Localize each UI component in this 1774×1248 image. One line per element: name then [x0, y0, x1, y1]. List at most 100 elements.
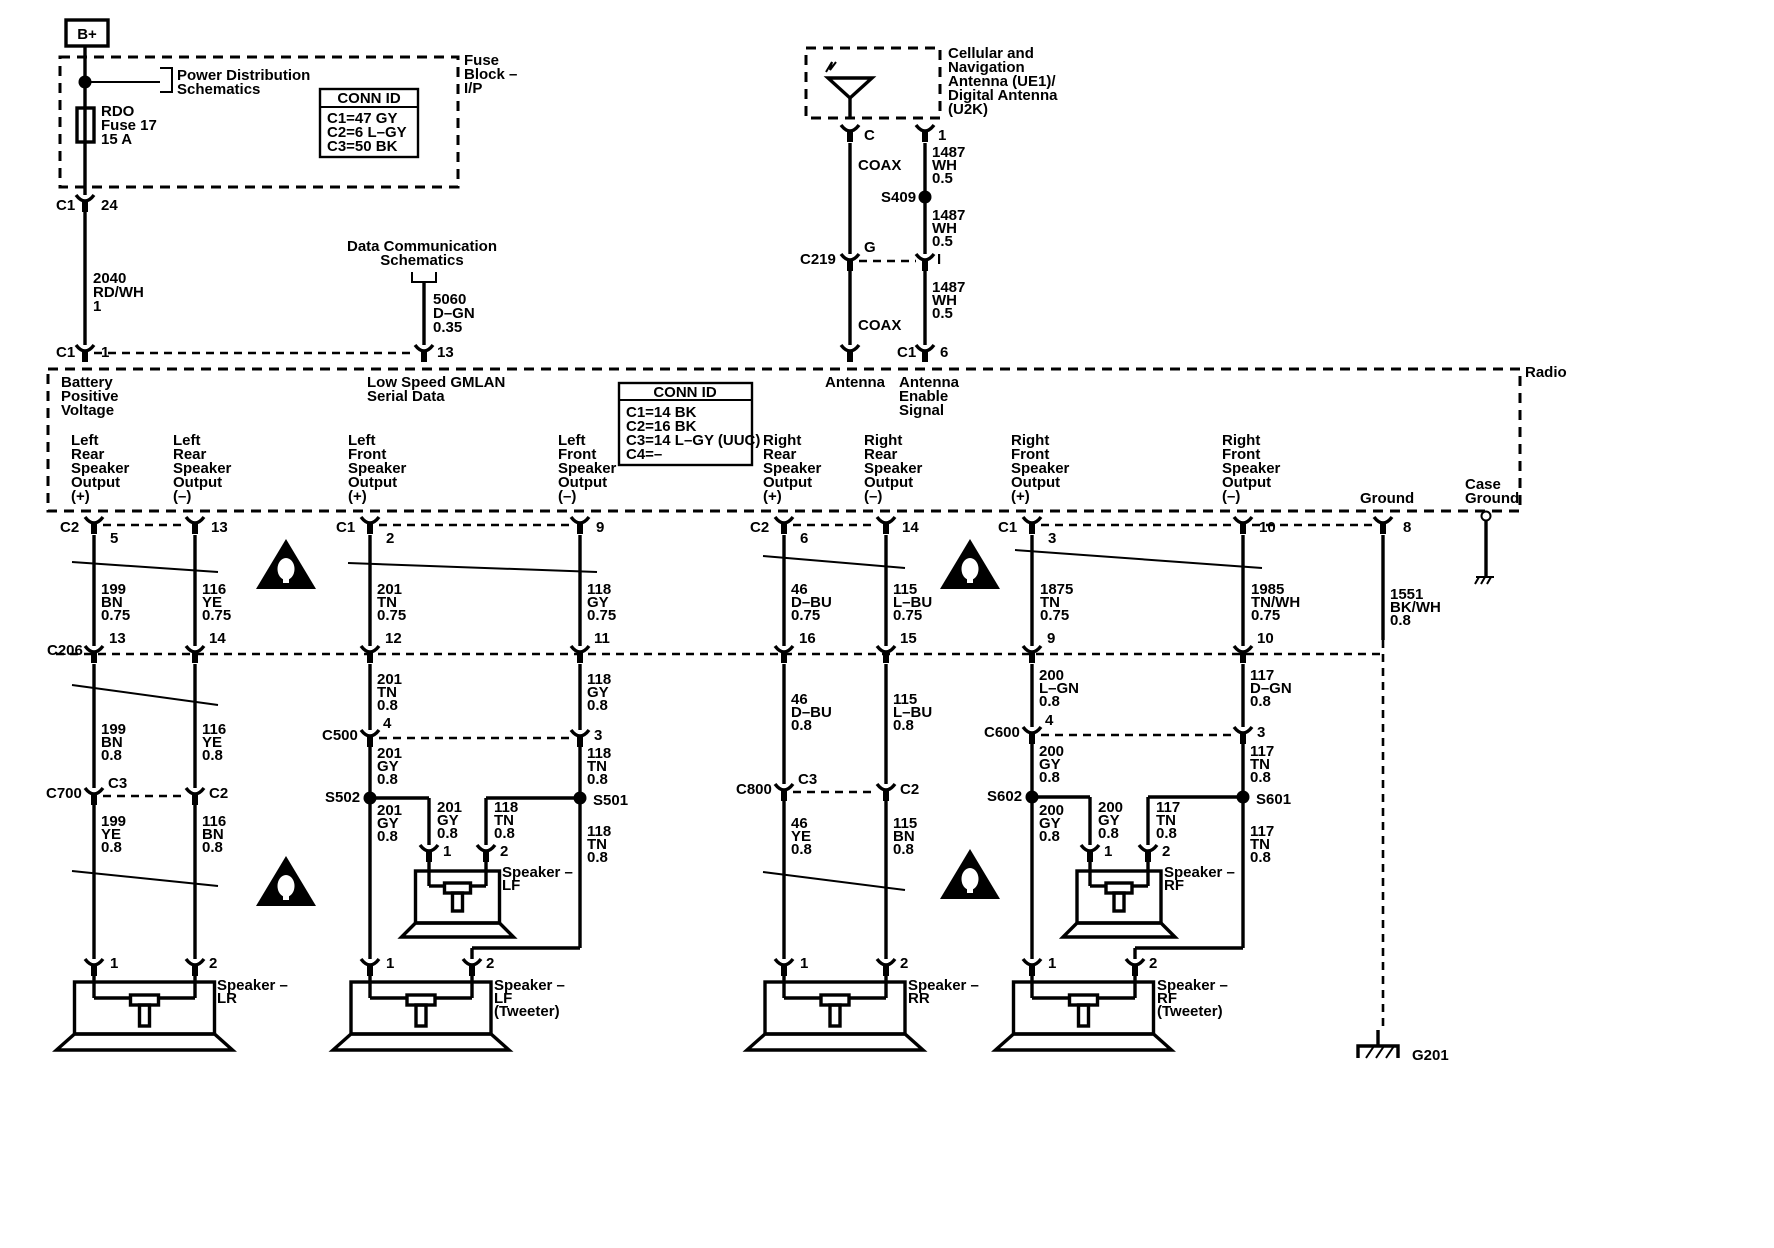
conn-id-line: C2=16 BK [626, 418, 697, 435]
wire-label: 0.5 [932, 233, 953, 250]
pin-number: 16 [799, 630, 816, 647]
wire-label: YE [101, 826, 121, 843]
connector-pin-stub [426, 852, 432, 862]
speaker-label: RR [908, 990, 930, 1007]
conn-id-box-top [318, 87, 420, 159]
connector-pin-stub [469, 966, 475, 976]
pin-number: 14 [902, 519, 919, 536]
radio-output-label: Front [1222, 446, 1260, 463]
wire-label: TN/WH [1251, 594, 1300, 611]
connector-label: C1 [56, 344, 75, 361]
radio-output-label: Rear [71, 446, 105, 463]
wire-label: YE [791, 828, 811, 845]
wire-label: 0.8 [437, 825, 458, 842]
connector-pin-stub [1132, 966, 1138, 976]
wire-label: 0.8 [1250, 693, 1271, 710]
fuse-block-label: I/P [464, 80, 482, 97]
pin-number: 13 [109, 630, 126, 647]
pin-number: 24 [101, 197, 118, 214]
connector-pin-stub [781, 524, 787, 534]
connector-pin-stub [883, 966, 889, 976]
connector-pin [1021, 957, 1043, 967]
wire-label: 200 [1098, 799, 1123, 816]
connector-pin-stub [192, 795, 198, 805]
radio-output-label: Output [348, 474, 397, 491]
connector-pin [914, 123, 936, 133]
pin-number: 2 [1162, 843, 1170, 860]
radio-output-label: (+) [763, 488, 782, 505]
connector-pin [914, 343, 936, 353]
wire-label: 1487 [932, 207, 965, 224]
wire-label: TN [1156, 812, 1176, 829]
radio-input-label: Serial Data [367, 388, 445, 405]
wire-label: GY [377, 758, 399, 775]
wire-label: 46 [791, 581, 808, 598]
pin-number: 2 [209, 955, 217, 972]
twisted-pair-mark [71, 561, 219, 573]
connector-pin-stub [192, 653, 198, 663]
wire-label: 118 [587, 823, 611, 840]
wire-label: 0.35 [433, 319, 462, 336]
wire-label: TN [587, 758, 607, 775]
wire-label: 46 [791, 815, 808, 832]
connector-pin [839, 343, 861, 353]
antenna-signal-icon [825, 61, 837, 73]
wire-label: BK/WH [1390, 599, 1441, 616]
wire-label: 0.75 [377, 607, 406, 624]
radio-output-label: (+) [348, 488, 367, 505]
twisted-pair-mark [347, 562, 598, 573]
connector-pin-stub [781, 791, 787, 801]
pin-number: 11 [594, 630, 610, 647]
warning-triangle-icon-stem [967, 578, 973, 583]
connector-pin-stub [82, 202, 88, 212]
wire-label: 199 [101, 813, 126, 830]
splice-label: S502 [325, 789, 360, 806]
antenna-label: Digital Antenna [948, 87, 1058, 104]
radio-output-label: Speaker [558, 460, 617, 477]
wire-label: 0.8 [202, 839, 223, 856]
connector-pin [569, 644, 591, 654]
conn-id-line: C4=– [626, 446, 662, 463]
connector-pin-stub [577, 653, 583, 663]
connector-pin-stub [1380, 524, 1386, 534]
connector-pin [359, 515, 381, 525]
pin-number: 12 [385, 630, 402, 647]
wire-label: 116 [202, 581, 226, 598]
speaker-label: LF [502, 877, 520, 894]
speaker-label: (Tweeter) [1157, 1003, 1223, 1020]
wire-label: GY [1098, 812, 1120, 829]
wire-label: 201 [377, 802, 402, 819]
radio-output-label: Output [864, 474, 913, 491]
pin-number: 1 [1048, 955, 1056, 972]
pin-number: 1 [443, 843, 451, 860]
wire-label: TN [494, 812, 514, 829]
wire-label: L–GN [1039, 680, 1079, 697]
connector-pin [83, 515, 105, 525]
radio-output-label: Output [1011, 474, 1060, 491]
radio-input-label: Antenna [825, 374, 886, 391]
battery-box [64, 18, 110, 48]
wire-label: 0.8 [101, 839, 122, 856]
speaker-label: Speaker – [494, 977, 565, 994]
connector-pin [359, 728, 381, 738]
wire-label: GY [587, 594, 609, 611]
speaker-icon-voicecoil [1112, 891, 1126, 913]
speaker-icon-voicecoil [828, 1003, 842, 1028]
splice-label: S409 [881, 189, 916, 206]
pin-number: 3 [594, 727, 602, 744]
pin-number: 2 [1149, 955, 1157, 972]
radio-output-label: Right [864, 432, 902, 449]
antenna-label: (U2K) [948, 101, 988, 118]
wire-label: 2040 [93, 270, 126, 287]
wire-label: 0.8 [893, 841, 914, 858]
wire-label: D–BU [791, 594, 832, 611]
wire-label: D–GN [1250, 680, 1292, 697]
radio-output-label: Output [173, 474, 222, 491]
wire-label: BN [202, 826, 224, 843]
pin-number: C2 [900, 781, 919, 798]
connector-pin-stub [91, 795, 97, 805]
twisted-pair-mark [1014, 549, 1263, 569]
wire-label: 0.75 [587, 607, 616, 624]
wire-label: 117 [1250, 823, 1274, 840]
wire-label: YE [202, 734, 222, 751]
